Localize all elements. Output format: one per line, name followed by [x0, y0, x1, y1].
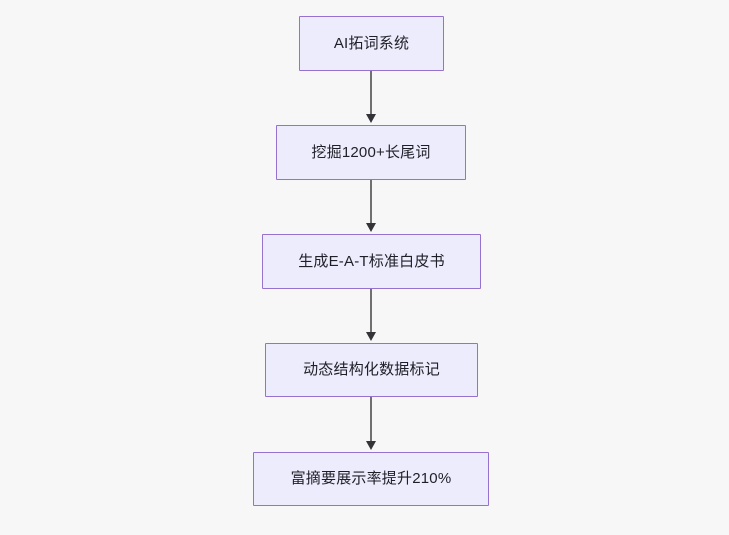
- flowchart-node-4-label: 动态结构化数据标记: [303, 361, 440, 378]
- flowchart-edge-2-3-line: [370, 180, 372, 225]
- flowchart-edge-4-5-line: [370, 397, 372, 442]
- flowchart-node-3-label: 生成E-A-T标准白皮书: [298, 252, 445, 270]
- flowchart-edge-3-4-arrow-icon: [365, 332, 376, 341]
- flowchart-node-2-label: 挖掘1200+长尾词: [311, 143, 431, 161]
- flowchart-node-5-label: 富摘要展示率提升210%: [290, 470, 452, 487]
- flowchart-edge-1-2-arrow-icon: [365, 114, 376, 123]
- flowchart-node-2[interactable]: 挖掘1200+长尾词: [276, 125, 466, 180]
- flowchart-node-4[interactable]: 动态结构化数据标记: [265, 343, 478, 397]
- flowchart-node-3[interactable]: 生成E-A-T标准白皮书: [262, 234, 481, 289]
- flowchart-edge-4-5-arrow-icon: [365, 441, 376, 450]
- flowchart-node-1-label: AI拓词系统: [333, 34, 410, 52]
- flowchart-node-1[interactable]: AI拓词系统: [299, 16, 444, 71]
- flowchart-node-5[interactable]: 富摘要展示率提升210%: [253, 452, 489, 506]
- flowchart-edge-3-4-line: [370, 289, 372, 334]
- flowchart-edge-2-3-arrow-icon: [365, 223, 376, 232]
- flowchart-edge-1-2-line: [370, 71, 372, 116]
